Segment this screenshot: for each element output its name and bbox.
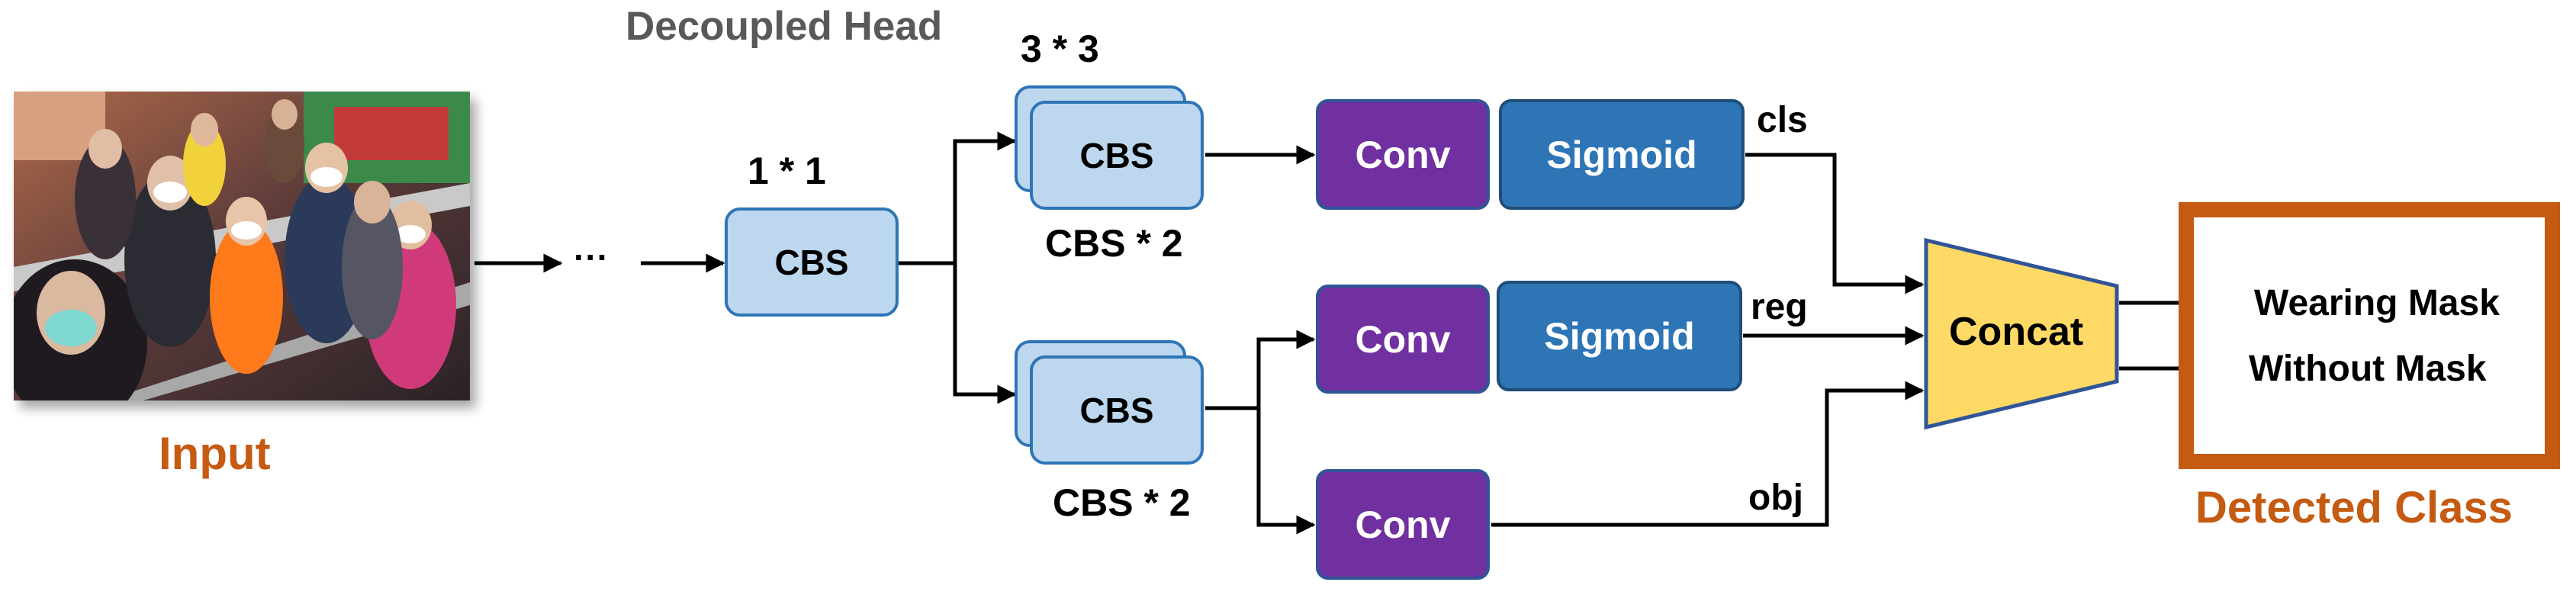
ellipsis-label: ··· bbox=[574, 237, 609, 277]
detected-class-label: Detected Class bbox=[2195, 483, 2513, 532]
conv-obj-block: Conv bbox=[1316, 469, 1490, 580]
cls-repeat-label: CBS * 2 bbox=[1045, 222, 1183, 265]
detected-class-box bbox=[2179, 202, 2560, 469]
stem-cbs-block: CBS bbox=[725, 207, 899, 317]
output-reg-label: reg bbox=[1751, 287, 1808, 327]
input-photo bbox=[14, 92, 470, 400]
cls-kernel-label: 3 * 3 bbox=[1021, 27, 1099, 70]
output-cls-label: cls bbox=[1757, 100, 1808, 140]
stem-kernel-label: 1 * 1 bbox=[748, 150, 826, 192]
reg-cbs-block: CBS bbox=[1030, 355, 1204, 465]
class-without-mask: Without Mask bbox=[2249, 349, 2487, 389]
output-obj-label: obj bbox=[1748, 478, 1803, 518]
sigmoid-cls-block: Sigmoid bbox=[1499, 99, 1745, 210]
conv-reg-block: Conv bbox=[1316, 285, 1490, 394]
input-label: Input bbox=[159, 428, 271, 479]
concat-trapezoid bbox=[1924, 237, 2119, 430]
reg-repeat-label: CBS * 2 bbox=[1053, 481, 1191, 524]
conv-cls-block: Conv bbox=[1316, 99, 1490, 210]
arrow-cls-to-concat bbox=[1745, 153, 1925, 294]
cls-cbs-block: CBS bbox=[1030, 101, 1204, 210]
class-wearing-mask: Wearing Mask bbox=[2254, 283, 2500, 323]
arrow-reg-cbs-to-conv-obj bbox=[1256, 408, 1316, 535]
concat-label: Concat bbox=[1949, 310, 2084, 354]
arrow-stem-to-reg-branch bbox=[953, 263, 1017, 404]
arrow-reg-cbs-to-conv-reg bbox=[1256, 330, 1316, 408]
arrow-obj-to-concat bbox=[1491, 381, 1925, 527]
arrow-stem-to-cls-branch bbox=[899, 131, 1017, 265]
sigmoid-reg-block: Sigmoid bbox=[1497, 281, 1742, 391]
crowd-photo-illustration bbox=[14, 92, 470, 400]
diagram-title: Decoupled Head bbox=[626, 4, 943, 49]
